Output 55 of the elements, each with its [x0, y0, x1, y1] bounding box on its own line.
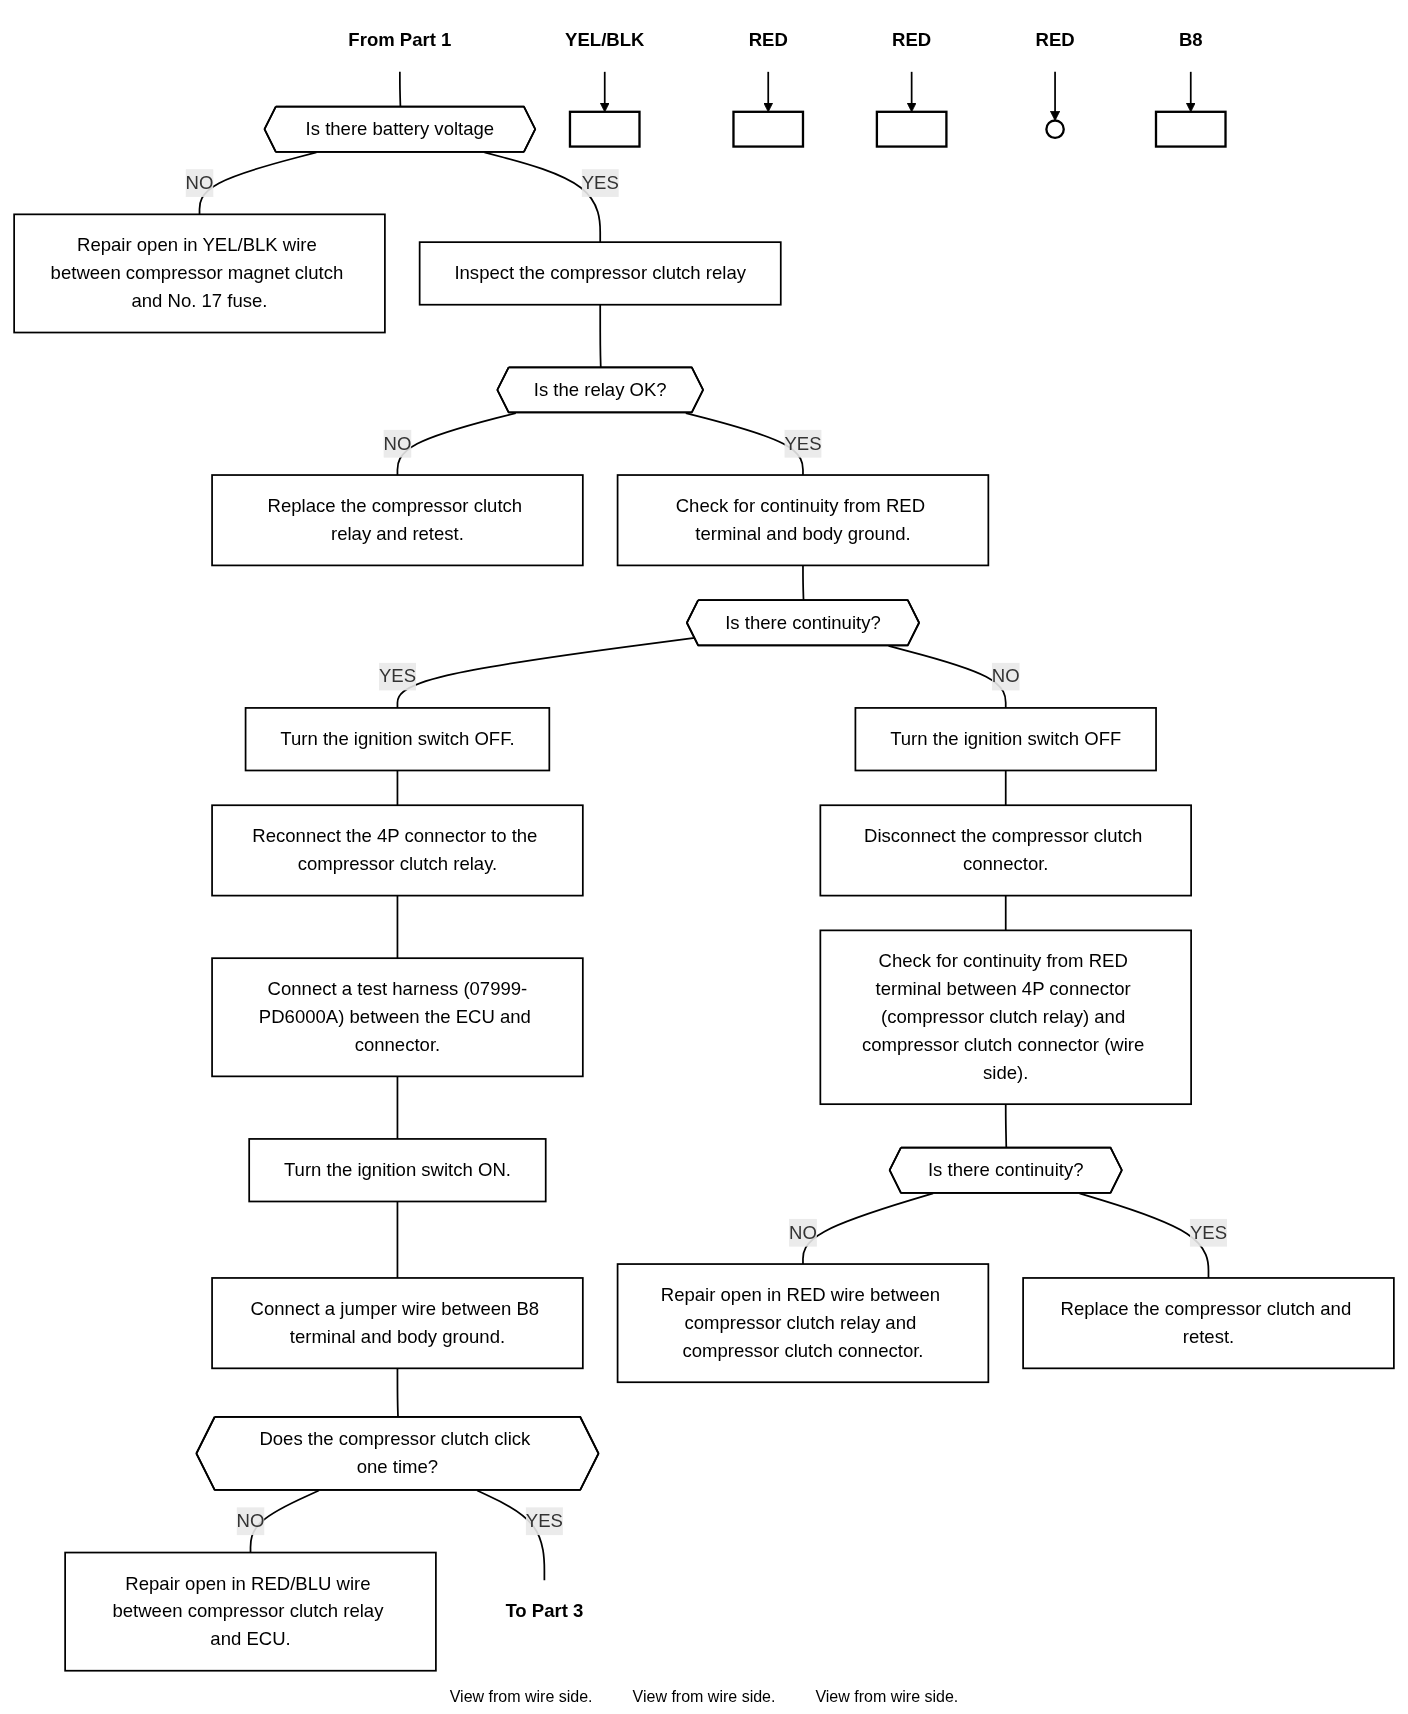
node-box — [1154, 110, 1227, 148]
connector — [1004, 769, 1007, 807]
node-text: YEL/BLK — [565, 30, 645, 50]
node-box — [875, 110, 948, 148]
edge-label: NO — [185, 172, 214, 193]
view-note: View from wire side. — [815, 1688, 959, 1706]
node-text: To Part 3 — [505, 1601, 584, 1621]
node-text: RED — [748, 30, 788, 50]
node-text: B8 — [1178, 30, 1203, 50]
node-text: RED — [892, 30, 932, 50]
edge-label: YES — [1189, 1222, 1228, 1243]
node-box: Turn the ignition switch OFF — [854, 707, 1157, 772]
edge-label: YES — [378, 666, 416, 686]
node-circle — [1045, 119, 1065, 140]
edge-label: YES — [525, 1510, 563, 1531]
connector — [396, 769, 399, 807]
node-box: Repair open in RED wire between compressor clutch relay and compressor clutch connector. — [616, 1263, 990, 1384]
edge-label: YES — [581, 172, 619, 193]
edge-label: NO — [789, 1222, 817, 1243]
view-note: View from wire side. — [449, 1688, 593, 1706]
connector — [483, 151, 602, 243]
edge-label: NO — [383, 433, 412, 454]
node-box: Connect a jumper wire between B8 terminal and body ground. — [211, 1277, 584, 1370]
node-box — [568, 110, 641, 148]
connector — [802, 1192, 934, 1265]
node-text: RED — [1035, 30, 1075, 50]
node-box: Disconnect the compressor clutch connector. — [819, 804, 1192, 897]
edge-label: NO — [991, 666, 1020, 686]
edge-label: NO — [236, 1510, 265, 1531]
node-box: Check for continuity from RED terminal and body ground. — [616, 474, 990, 567]
node-box: Replace the compressor clutch relay and retest. — [211, 474, 584, 567]
view-note: View from wire side. — [632, 1688, 776, 1706]
connector — [396, 412, 517, 476]
node-box: Repair open in RED/BLU wire between compressor clutch relay and ECU. — [64, 1551, 437, 1672]
edge-label: YES — [784, 433, 822, 454]
connector — [396, 1075, 399, 1140]
connector — [802, 564, 805, 602]
node-box: Reconnect the 4P connector to the compressor clutch relay. — [211, 804, 584, 897]
node-box: Check for continuity from RED terminal between 4P connector (compressor clutch relay) and compressor clutch connector (wire side). — [819, 929, 1192, 1106]
node-text: From Part 1 — [348, 30, 452, 50]
node-box: Turn the ignition switch ON. — [248, 1138, 547, 1203]
arrow — [1049, 70, 1061, 121]
node-box: Connect a test harness (07999-PD6000A) between the ECU and connector. — [211, 957, 584, 1078]
connector — [887, 645, 1007, 709]
connector — [1004, 894, 1007, 932]
connector — [1078, 1192, 1210, 1279]
node-box: Replace the compressor clutch and retest. — [1022, 1277, 1395, 1370]
connector — [396, 894, 399, 960]
node-box: Repair open in YEL/BLK wire between compressor magnet clutch and No. 17 fuse. — [13, 213, 386, 334]
node-box: Turn the ignition switch OFF. — [244, 707, 551, 772]
node-box — [732, 110, 805, 148]
node-box: Inspect the compressor clutch relay — [418, 241, 782, 306]
connector — [396, 1200, 399, 1279]
connector — [198, 151, 318, 216]
connector — [599, 303, 602, 369]
